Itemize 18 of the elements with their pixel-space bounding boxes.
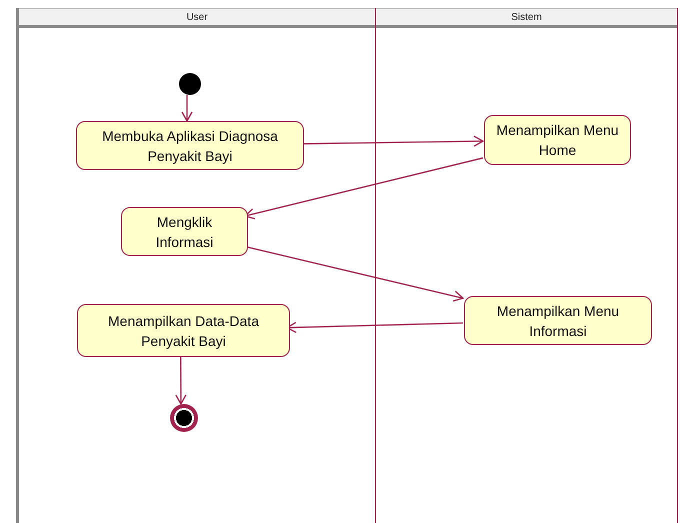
initial-node xyxy=(179,73,201,95)
activity-label: Mengklik Informasi xyxy=(154,212,214,252)
final-node xyxy=(170,404,198,432)
swimlane xyxy=(375,8,678,523)
swimlane xyxy=(16,8,375,523)
activity-label: Menampilkan Menu Informasi xyxy=(496,302,620,340)
activity-label: Menampilkan Data-Data Penyakit Bayi xyxy=(107,312,260,350)
activity-box xyxy=(77,304,290,357)
activity-label: Menampilkan Menu Home xyxy=(495,121,620,160)
lane-title: User xyxy=(186,12,208,22)
arrow xyxy=(181,95,193,122)
activity-box xyxy=(484,115,631,165)
activity-box xyxy=(121,207,248,256)
activity-label: Membuka Aplikasi Diagnosa Penyakit Bayi xyxy=(101,126,279,166)
activity-box xyxy=(464,296,652,345)
lane-title: Sistem xyxy=(511,12,542,22)
arrow xyxy=(175,357,187,405)
activity-box xyxy=(76,121,304,170)
